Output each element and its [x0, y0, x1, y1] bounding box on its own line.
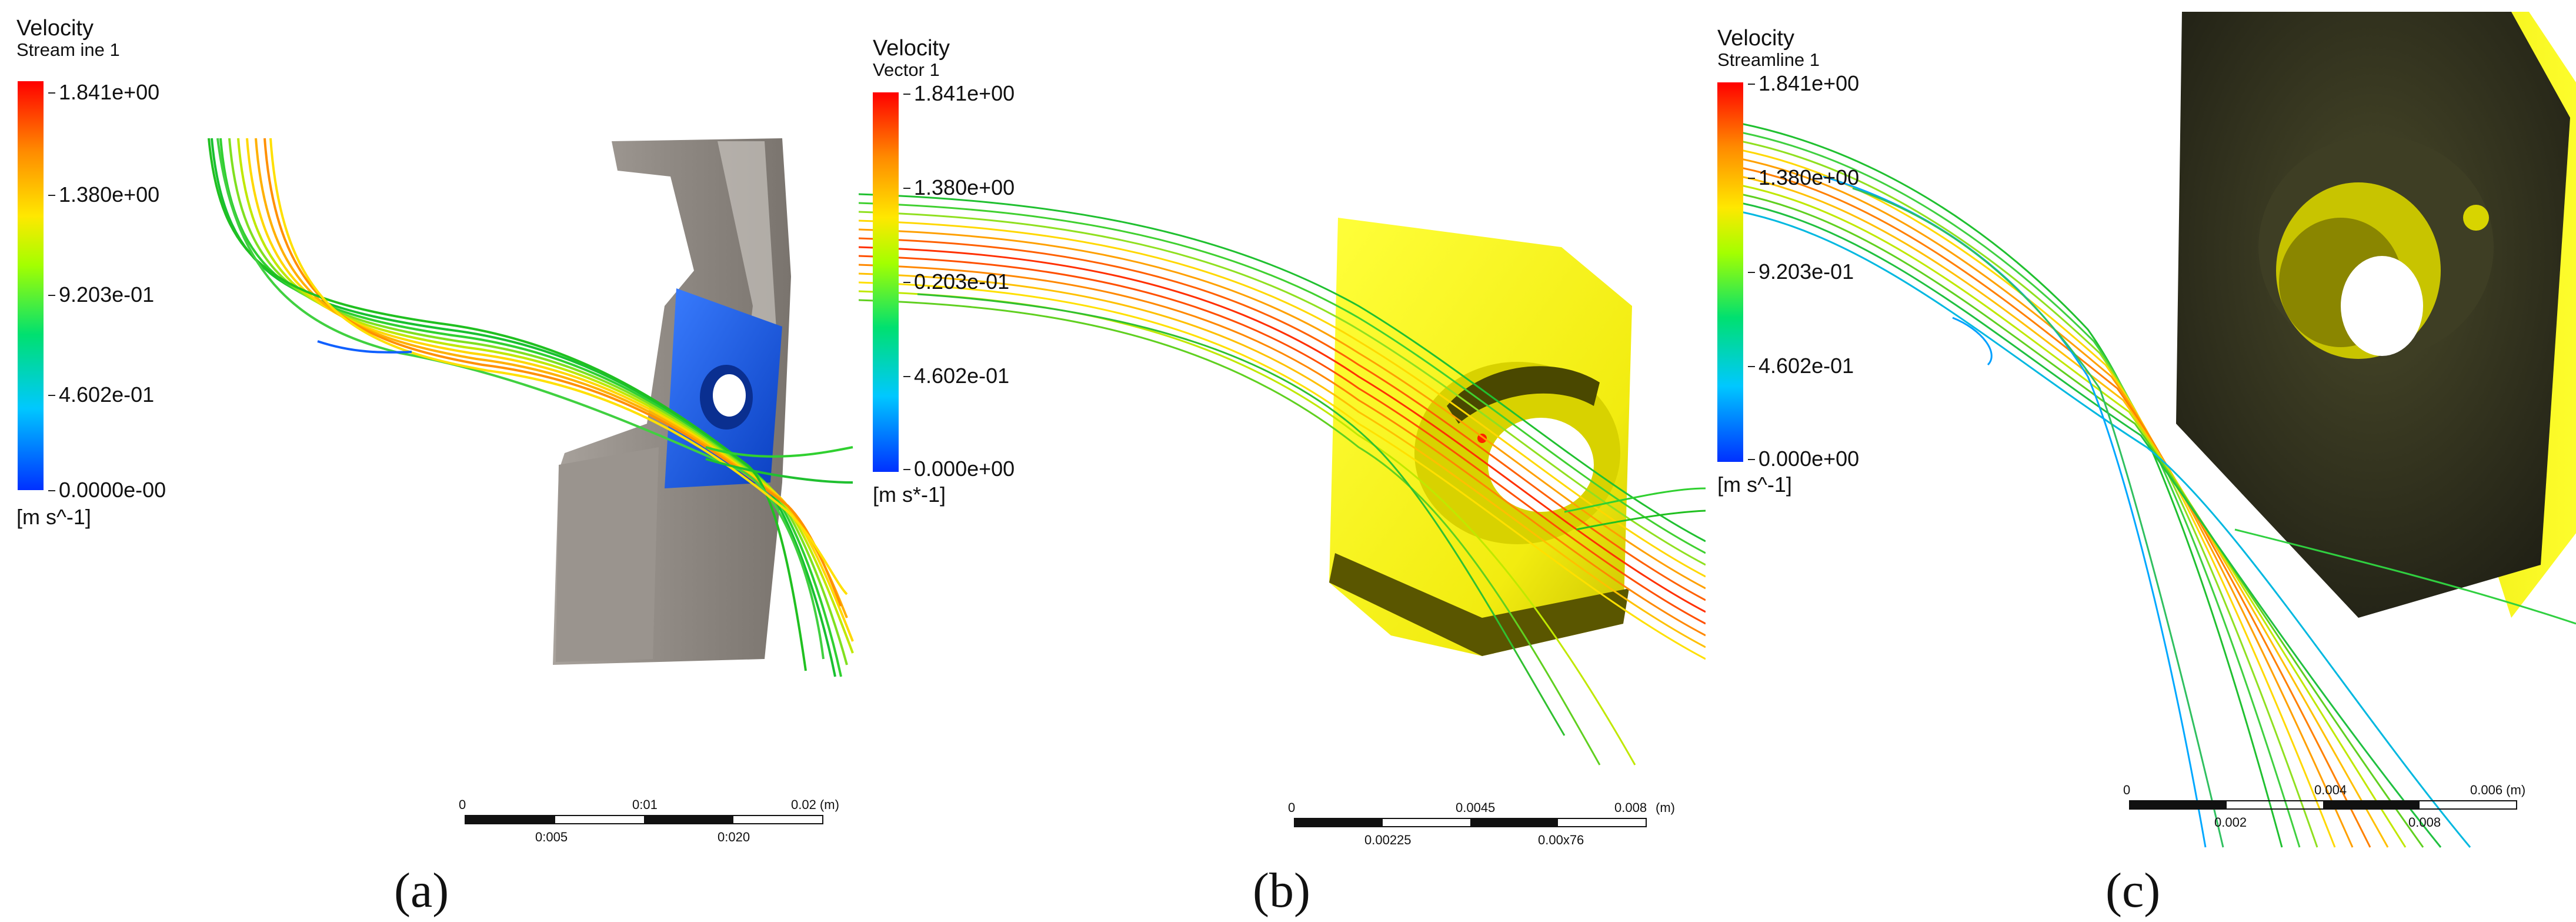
legend-tick: 1.380e+00: [903, 175, 1015, 199]
legend-tick: 1.380e+00: [1747, 165, 1860, 189]
caption-b: (b): [1253, 863, 1310, 918]
scale-bar: [2129, 800, 2517, 810]
scale-label: 0.00x76: [1538, 833, 1584, 847]
streamlines-c: [1740, 122, 2576, 848]
legend-tick: 0.000e+00: [1747, 447, 1860, 471]
scale-label: 0:005: [535, 830, 568, 844]
scale-label: 0.00225: [1364, 833, 1412, 847]
panel-c-render: [1740, 12, 2576, 848]
scale-label: 0:020: [718, 830, 750, 844]
legend-title: Velocity: [873, 36, 950, 61]
scale-bar-b: 0 0.0045 0.008 (m) 0.00225 0.00x76: [1288, 800, 1676, 853]
legend-tick: 9.203e-01: [48, 282, 155, 307]
panel-b: Velocity Vector 1 1.841e+00 1.380e+00 0.…: [859, 0, 1706, 922]
legend-subtitle: Stream ine 1: [16, 39, 120, 60]
scale-label: 0:01: [632, 797, 658, 812]
legend-tick: 0.000e+00: [903, 457, 1015, 481]
legend-title: Velocity: [16, 16, 94, 41]
legend-tick: 0.0000e-00: [48, 478, 166, 502]
legend-b: Velocity Vector 1 1.841e+00 1.380e+00 0.…: [873, 36, 1120, 519]
colorbar: [1717, 82, 1743, 462]
streamlines-a: [208, 138, 854, 677]
caption-c: (c): [2105, 863, 2161, 918]
legend-c: Velocity Streamline 1 1.841e+00 1.380e+0…: [1717, 26, 1964, 509]
scale-label: 0: [459, 797, 466, 812]
panel-a-render: [208, 138, 854, 677]
scale-bar-c: 0 0.004 0.006 (m) 0.002 0.008: [2123, 783, 2535, 836]
legend-tick: 4.602e-01: [1747, 354, 1854, 378]
legend-tick: 4.602e-01: [48, 382, 155, 407]
legend-unit: [m s^-1]: [1717, 472, 1792, 497]
legend-a: Velocity Stream ine 1 1.841e+00 1.380e+0…: [16, 16, 263, 529]
scale-label: 0.008: [1614, 800, 1647, 815]
legend-subtitle: Streamline 1: [1717, 49, 1820, 70]
legend-tick: 0.203e-01: [903, 269, 1010, 294]
scale-label: 0.0045: [1456, 800, 1496, 815]
scale-label: 0.002: [2214, 815, 2247, 830]
legend-tick: 1.380e+00: [48, 182, 160, 207]
panel-c: Velocity Streamline 1 1.841e+00 1.380e+0…: [1706, 0, 2576, 922]
legend-unit: [m s*-1]: [873, 482, 946, 507]
legend-subtitle: Vector 1: [873, 59, 940, 80]
caption-a: (a): [394, 863, 449, 918]
scale-label: 0.02 (m): [791, 797, 839, 812]
panel-a: Velocity Stream ine 1 1.841e+00 1.380e+0…: [0, 0, 859, 922]
legend-unit: [m s^-1]: [16, 505, 91, 529]
scale-label: 0.006 (m): [2470, 783, 2526, 797]
panel-b-render: [859, 193, 1706, 765]
scale-label: 0.004: [2314, 783, 2347, 797]
streamlines-b: [859, 193, 1706, 765]
legend-tick: 1.841e+00: [48, 80, 160, 104]
legend-tick: 1.841e+00: [1747, 71, 1860, 95]
scale-bar: [465, 815, 823, 824]
legend-tick: 4.602e-01: [903, 364, 1010, 388]
legend-tick: 1.841e+00: [903, 81, 1015, 105]
scale-bar: [1294, 818, 1647, 827]
scale-label: (m): [1656, 800, 1675, 815]
scale-label: 0: [2123, 783, 2131, 797]
colorbar: [873, 92, 899, 472]
legend-title: Velocity: [1717, 26, 1794, 51]
scale-bar-a: 0 0:01 0.02 (m) 0:005 0:020: [459, 797, 839, 850]
colorbar: [18, 81, 44, 490]
legend-tick: 9.203e-01: [1747, 259, 1854, 284]
scale-label: 0: [1288, 800, 1296, 815]
scale-label: 0.008: [2408, 815, 2441, 830]
